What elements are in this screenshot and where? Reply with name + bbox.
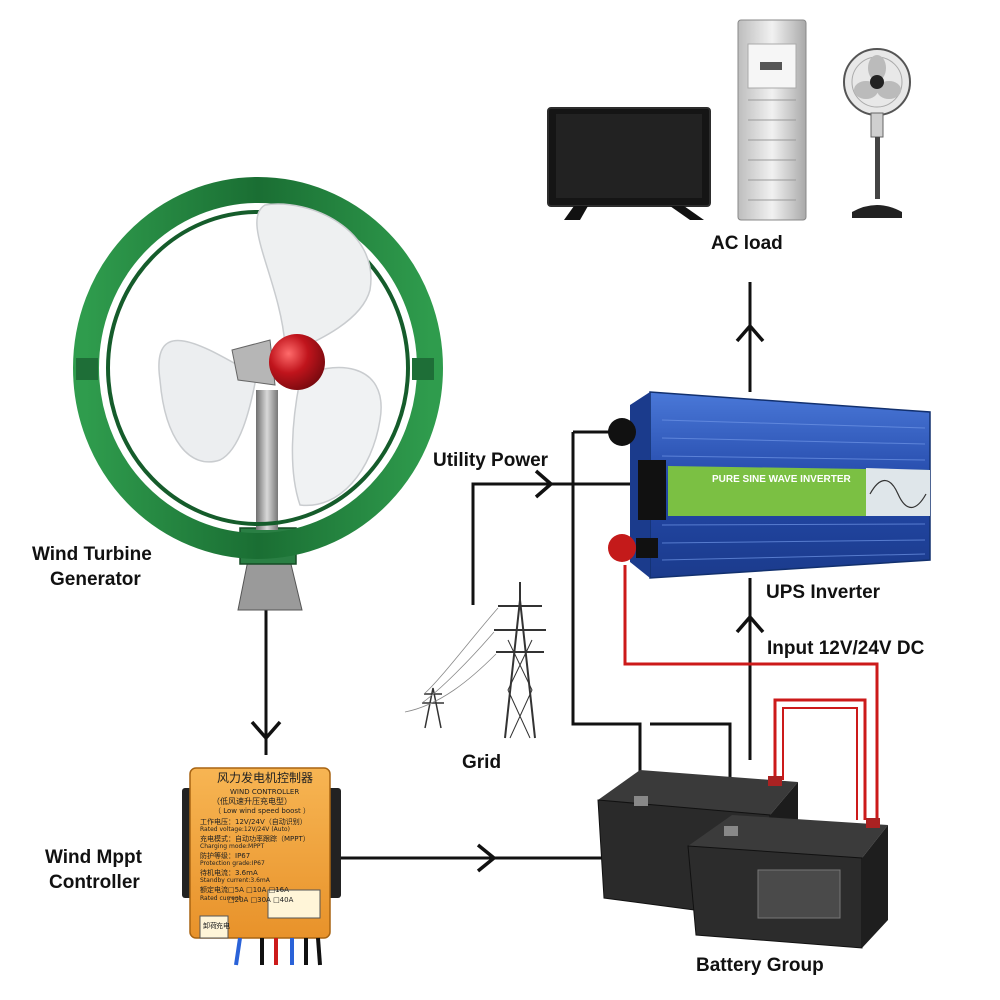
controller-standby-cn: 待机电流：3.6mA: [200, 869, 258, 877]
controller-title-cn: 风力发电机控制器: [217, 771, 314, 785]
fan-icon: [843, 48, 911, 218]
air-conditioner-icon: [737, 19, 807, 221]
wire-red-link-2: [782, 707, 858, 820]
turbine-label-line2: Generator: [50, 569, 141, 590]
controller-current-en: Rated current: [200, 895, 242, 902]
controller-standby-en: Standby current:3.6mA: [200, 877, 270, 884]
arrow-up-acload: [735, 323, 765, 343]
battery-group-label: Battery Group: [696, 955, 824, 976]
ups-inverter-label: UPS Inverter: [766, 582, 881, 603]
wind-turbine-icon: [73, 177, 443, 611]
arrow-up-inverter: [735, 614, 765, 634]
controller-mode-cn: 充电模式：自动功率跟踪（MPPT）: [200, 835, 310, 843]
wire-black-negative: [571, 432, 642, 800]
controller-terminal-right: 充电: [216, 922, 230, 930]
controller-voltage-cn: 工作电压：12V/24V（自动识别）: [200, 818, 307, 826]
controller-current-cn: 额定电流: [200, 886, 228, 894]
arrow-down-controller: [250, 720, 282, 741]
grid-label: Grid: [462, 752, 502, 773]
utility-power-label: Utility Power: [433, 450, 549, 471]
controller-mode-en: Charging mode:MPPT: [200, 843, 265, 850]
controller-protection-cn: 防护等级：IP67: [200, 852, 251, 860]
controller-device: [182, 767, 341, 966]
controller-voltage-en: Rated voltage:12V/24V (Auto): [200, 826, 290, 833]
controller-label-line1: Wind Mppt: [45, 847, 142, 868]
inverter-banner: PURE SINE WAVE INVERTER: [712, 474, 851, 485]
ups-inverter-device: [608, 391, 931, 579]
power-tower-icon: [404, 582, 546, 739]
battery-group-device: [597, 770, 888, 949]
controller-subtitle-cn: （低风速升压充电型）: [212, 797, 292, 806]
wires: [250, 282, 879, 873]
controller-current-row2: □20A □30A □40A: [228, 896, 294, 904]
arrow-right-inverter: [534, 469, 554, 499]
controller-title-en: WIND CONTROLLER: [230, 788, 300, 796]
controller-terminal-left: 卸荷: [203, 922, 217, 930]
input-dc-label: Input 12V/24V DC: [767, 638, 925, 659]
ac-load-label: AC load: [711, 233, 783, 254]
turbine-label-line1: Wind Turbine: [32, 544, 152, 565]
wire-red-link: [773, 698, 867, 820]
controller-current-row1: □5A □10A □16A: [228, 886, 289, 894]
arrow-right-battery: [476, 843, 497, 873]
wire-red-positive: [623, 565, 879, 820]
controller-label-line2: Controller: [49, 872, 140, 893]
controller-subtitle-en: （ Low wind speed boost ）: [214, 807, 311, 815]
wire-grid-inverter: [471, 482, 630, 605]
tv-icon: [547, 107, 711, 220]
controller-protection-en: Protection grade:IP67: [200, 860, 265, 867]
